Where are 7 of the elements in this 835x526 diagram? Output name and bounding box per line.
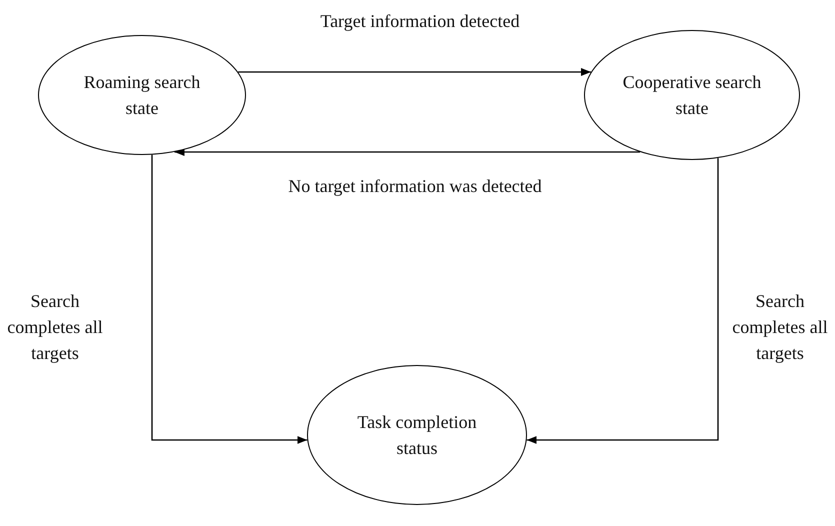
state-label: Task completion status [357, 411, 477, 460]
arrow [526, 158, 719, 444]
state-label: Cooperative search state [622, 71, 762, 120]
arrow [238, 68, 591, 76]
arrow [151, 154, 308, 444]
arrow [174, 148, 640, 156]
state-label: Roaming search state [82, 71, 202, 120]
